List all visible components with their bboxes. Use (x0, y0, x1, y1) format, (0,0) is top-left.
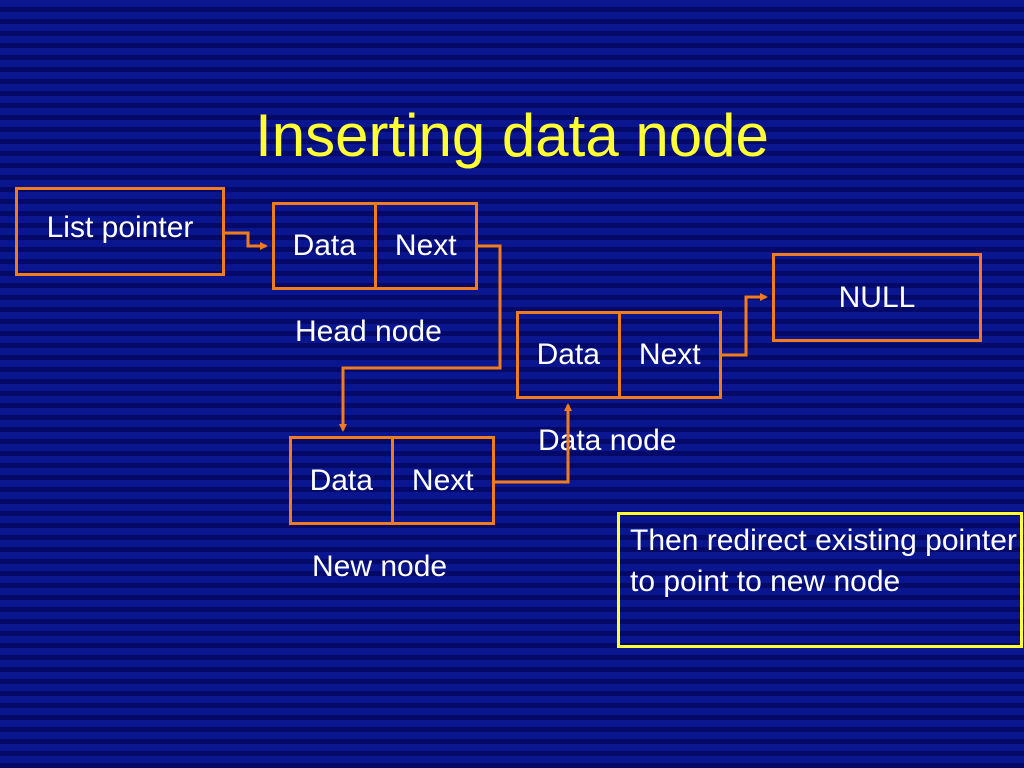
new-node-data-cell: Data (292, 439, 394, 522)
new-node-caption: New node (312, 550, 448, 583)
null-box: NULL (772, 253, 982, 342)
list-pointer-label: List pointer (46, 210, 194, 244)
data-node: Data Next (516, 311, 722, 399)
null-label: NULL (838, 280, 916, 314)
data-node-caption: Data node (538, 424, 677, 457)
list-pointer-box: List pointer (15, 187, 225, 276)
head-node-caption: Head node (295, 315, 442, 348)
head-node-next-cell: Next (394, 229, 457, 262)
head-node: Data Next (272, 202, 478, 290)
new-node: Data Next (289, 436, 495, 525)
slide-title: Inserting data node (255, 102, 769, 169)
new-node-to-data-node-arrow (495, 403, 572, 484)
instruction-note: Then redirect existing pointer to point … (617, 512, 1023, 648)
head-to-new-node-arrow (339, 244, 502, 432)
data-node-next-cell: Next (638, 338, 701, 371)
list-pointer-to-head-arrow (225, 231, 268, 250)
data-node-to-null-arrow (722, 293, 768, 357)
head-node-data-cell: Data (275, 205, 377, 287)
new-node-next-cell: Next (411, 463, 474, 497)
data-node-data-cell: Data (519, 314, 621, 396)
